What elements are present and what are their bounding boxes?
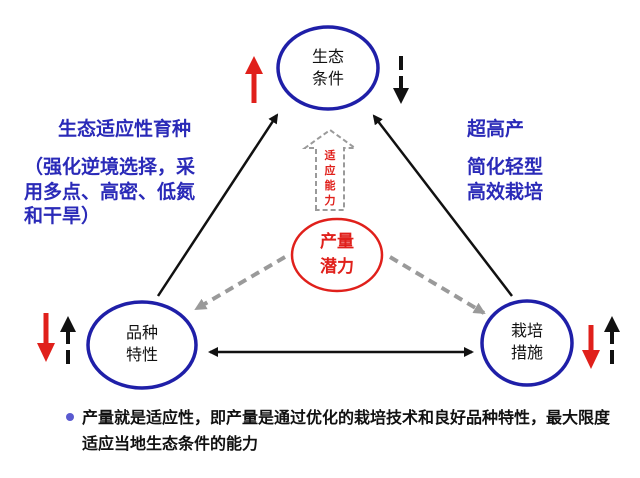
node-left-ellipse — [86, 300, 198, 390]
down-dashed-black-arrow-icon — [393, 56, 409, 104]
up-red-arrow-icon — [245, 56, 263, 103]
left-title: 生态适应性育种 — [58, 118, 192, 140]
bottom-note: 产量就是适应性，即产量是通过优化的栽培技术和良好品种特性，最大限度适应当地生态条… — [82, 408, 611, 453]
left-detail: （强化逆境选择，采 用多点、高密、低氮 和干旱） — [24, 156, 196, 228]
up-dashed-black-arrow-icon-right — [604, 316, 620, 364]
node-center-label: 产量 潜力 — [320, 232, 354, 277]
node-center-ellipse — [290, 217, 384, 293]
dashed-arrow-center-right — [388, 255, 486, 315]
bullet-icon — [66, 413, 74, 421]
down-red-arrow-icon-left — [37, 313, 55, 362]
edge-left-to-top — [156, 113, 279, 297]
right-detail: 简化轻型 高效栽培 — [467, 156, 544, 203]
dashed-arrow-center-left — [194, 255, 287, 311]
node-left-label: 品种 特性 — [125, 323, 158, 364]
node-right-label: 栽培 措施 — [510, 321, 543, 362]
down-red-arrow-icon-right — [582, 325, 600, 369]
up-dashed-black-arrow-icon-left — [60, 316, 76, 364]
node-top-ellipse — [276, 25, 380, 111]
right-title: 超高产 — [467, 118, 525, 140]
adapt-label: 适应能力 — [324, 149, 336, 207]
node-right-ellipse — [480, 299, 574, 387]
node-top-label: 生态 条件 — [311, 47, 344, 88]
edge-right-to-top — [372, 114, 513, 297]
